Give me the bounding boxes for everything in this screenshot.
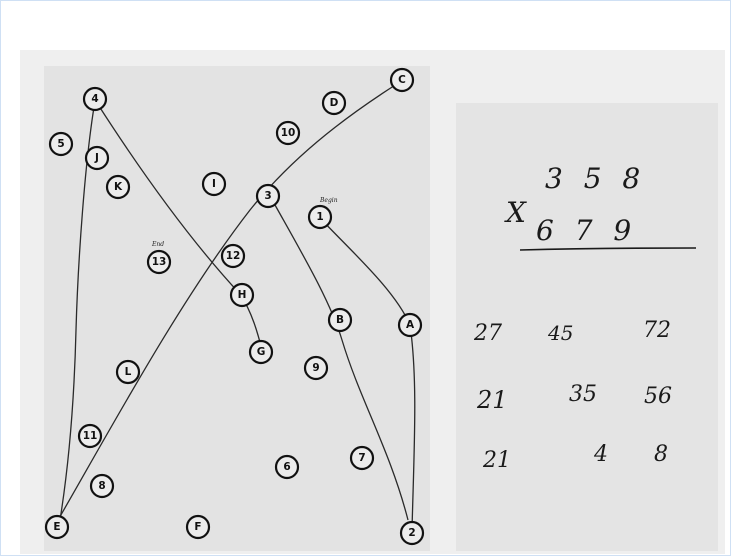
partial-product-cell: 4: [593, 442, 608, 467]
partial-product-cell: 45: [547, 321, 573, 345]
underline: [519, 247, 697, 251]
trail-node: 2: [399, 520, 425, 546]
trail-node: K: [105, 174, 131, 200]
trail-node: I: [201, 171, 227, 197]
trail-node: G: [248, 339, 274, 365]
trail-line: [57, 81, 401, 521]
svg-text:C: C: [398, 74, 406, 86]
svg-text:10: 10: [281, 127, 296, 139]
svg-text:8: 8: [98, 480, 105, 492]
svg-text:9: 9: [312, 362, 319, 374]
trail-node: 11: [77, 423, 103, 449]
trail-node: A: [397, 312, 423, 338]
svg-text:K: K: [114, 181, 123, 193]
svg-text:2: 2: [408, 527, 415, 539]
svg-text:G: G: [257, 346, 266, 358]
svg-text:1: 1: [316, 211, 323, 223]
svg-text:H: H: [238, 289, 247, 301]
svg-text:7: 7: [358, 452, 365, 464]
trail-node: J: [84, 145, 110, 171]
partial-product-cell: 8: [654, 442, 668, 467]
multiplication-problem: 3 5 8 X 6 7 9 27 45 72 21 35 56 21 4 8: [473, 162, 697, 473]
trail-line: [269, 195, 409, 521]
partial-product-cell: 35: [569, 382, 597, 407]
svg-text:6: 6: [283, 461, 290, 473]
trail-node: H: [229, 282, 255, 308]
svg-text:J: J: [94, 152, 99, 164]
trail-node: F: [185, 514, 211, 540]
multiply-sign: X: [504, 196, 527, 229]
svg-text:B: B: [336, 314, 344, 326]
trail-node: D: [321, 90, 347, 116]
svg-text:D: D: [330, 97, 339, 109]
trail-node: E: [44, 514, 70, 540]
begin-annotation: Begin: [319, 197, 338, 204]
trail-nodes: 4 C D 5 10 J K I 3 1 12 13 H B A G 9 L 1…: [44, 67, 425, 546]
arithmetic-sheet: [456, 103, 718, 551]
trail-node: 5: [48, 131, 74, 157]
partial-product-cell: 56: [644, 384, 672, 409]
trail-node: 12: [220, 243, 246, 269]
svg-text:L: L: [125, 366, 132, 378]
svg-text:A: A: [406, 319, 415, 331]
trail-node: 7: [349, 445, 375, 471]
svg-text:3: 3: [264, 190, 271, 202]
svg-text:I: I: [212, 178, 216, 190]
trail-node: C: [389, 67, 415, 93]
trail-node: 1: [307, 204, 333, 230]
trail-node: 4: [82, 86, 108, 112]
trail-node: 8: [89, 473, 115, 499]
end-annotation: End: [151, 241, 164, 248]
svg-text:4: 4: [91, 93, 98, 105]
partial-product-cell: 72: [643, 318, 671, 343]
svg-text:11: 11: [83, 430, 98, 442]
svg-text:F: F: [194, 521, 201, 533]
trail-node: B: [327, 307, 353, 333]
svg-text:12: 12: [226, 250, 241, 262]
top-number: 3 5 8: [545, 162, 646, 195]
partial-product-cell: 21: [476, 386, 508, 414]
partial-product-cell: 27: [473, 321, 502, 346]
trail-node: 3: [255, 183, 281, 209]
trail-node: 6: [274, 454, 300, 480]
svg-text:E: E: [53, 521, 60, 533]
svg-text:13: 13: [152, 256, 167, 268]
trail-line: [319, 217, 416, 531]
trail-node: L: [115, 359, 141, 385]
trail-making-sheet: [44, 66, 430, 551]
bottom-number: 6 7 9: [536, 214, 637, 247]
trail-node: 10: [275, 120, 301, 146]
trail-node: 13: [146, 249, 172, 275]
partial-product-cell: 21: [482, 448, 511, 473]
trail-node: 9: [303, 355, 329, 381]
svg-text:5: 5: [57, 138, 64, 150]
